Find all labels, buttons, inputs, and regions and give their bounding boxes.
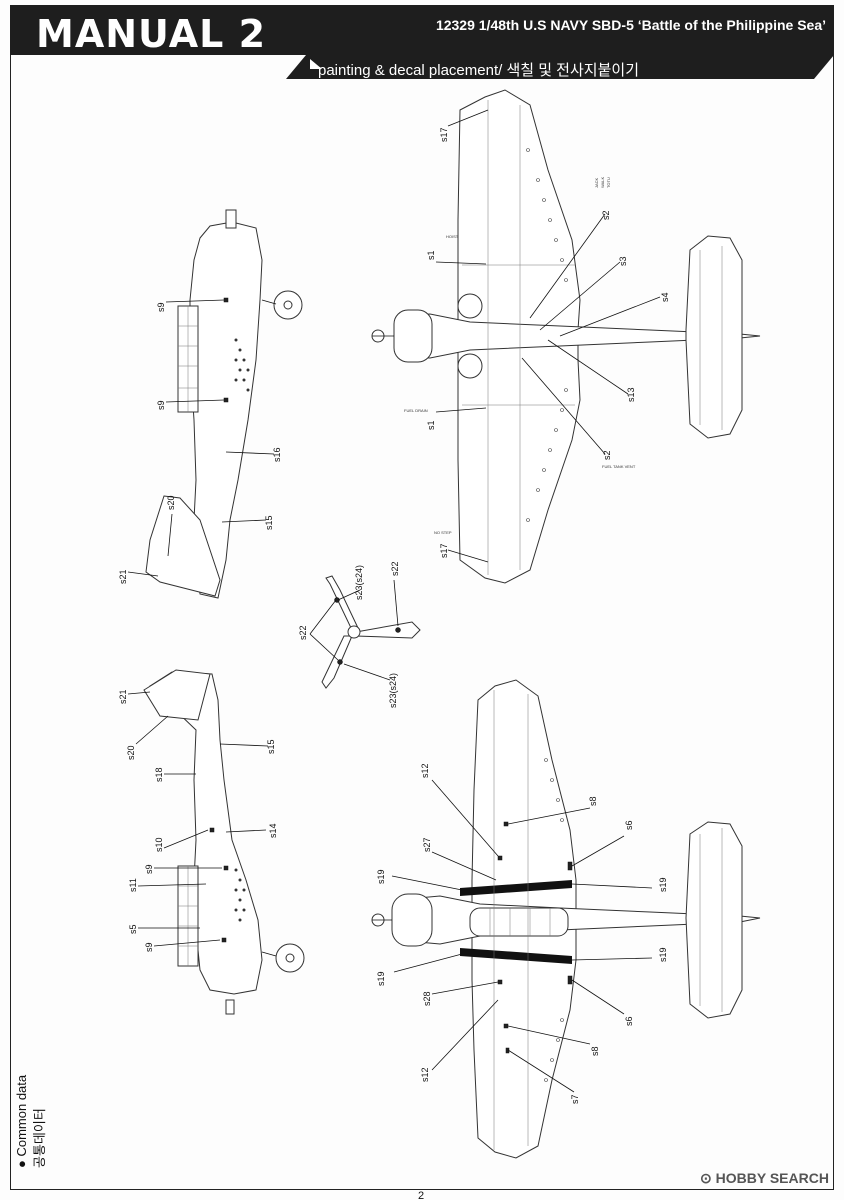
- bottom-view-aircraft: s12 s8 s6 s27 s19 s19 s19 s19 s28 s6 s12…: [371, 679, 761, 1159]
- callout-s9-left-2: s9: [156, 400, 166, 410]
- callout-s23-s24-bottom: s23(s24): [388, 673, 398, 708]
- callout-s8-bottom: s8: [590, 1046, 600, 1056]
- stencil-hoist: HOIST: [446, 234, 459, 239]
- callout-s20-right: s20: [126, 745, 136, 760]
- watermark: ⊙ HOBBY SEARCH: [700, 1170, 829, 1187]
- callout-s17-bottom: s17: [439, 543, 449, 558]
- callout-s22-right: s22: [390, 561, 400, 576]
- callout-s3: s3: [618, 256, 628, 266]
- watermark-text: HOBBY SEARCH: [715, 1170, 829, 1186]
- page-number: 2: [418, 1190, 425, 1202]
- callout-s6-bottom: s6: [624, 1016, 634, 1026]
- page-frame: [10, 55, 834, 1190]
- stencil-fuel-tank-vent: FUEL TANK VENT: [602, 464, 636, 469]
- hobby-search-logo-icon: ⊙: [700, 1170, 716, 1186]
- callout-s11: s11: [128, 878, 138, 892]
- callout-s16: s16: [272, 447, 282, 462]
- callout-s15-left: s15: [264, 515, 274, 530]
- common-data-en: Common data: [14, 1074, 29, 1157]
- callout-s13: s13: [626, 387, 636, 402]
- stencil-jack: JACK: [594, 177, 599, 188]
- callout-s27: s27: [422, 837, 432, 852]
- common-data-ko: 공통데이터: [32, 1108, 47, 1168]
- callout-s2-bottom: s2: [602, 450, 612, 460]
- callout-s14: s14: [268, 823, 278, 838]
- header-band: [10, 5, 834, 55]
- callout-s22-left: s22: [298, 625, 308, 640]
- callout-s12-top: s12: [420, 763, 430, 778]
- side-view-right-aircraft: s21 s20 s15 s18 s10 s14 s9 s11 s5 s9: [118, 669, 305, 1015]
- callout-s19-bottom-right: s19: [658, 947, 668, 962]
- kit-title: 12329 1/48th U.S NAVY SBD-5 ‘Battle of t…: [435, 17, 826, 33]
- callout-s7: s7: [570, 1094, 580, 1104]
- callout-s6-top: s6: [624, 820, 634, 830]
- stencil-no-step: NO STEP: [434, 530, 452, 535]
- callout-s23-s24-top: s23(s24): [354, 565, 364, 600]
- propeller: s23(s24) s22 s22 s23(s24): [298, 561, 421, 708]
- callout-s12-bottom: s12: [420, 1067, 430, 1082]
- callout-s19-top-right: s19: [658, 877, 668, 892]
- stencil-totu: TOTU: [606, 177, 611, 188]
- callout-s10: s10: [154, 837, 164, 852]
- section-banner: [286, 55, 834, 79]
- side-view-left-aircraft: s9 s9 s16 s20 s15 s21: [118, 209, 303, 599]
- common-data-note: ● Common data 공통데이터: [14, 1075, 48, 1168]
- callout-s21-left: s21: [118, 569, 128, 584]
- triangle-bullet-icon: [310, 59, 322, 69]
- bullet-icon: ●: [14, 1156, 29, 1168]
- callout-s9-right-2: s9: [144, 942, 154, 952]
- callout-s1-bottom: s1: [426, 420, 436, 430]
- manual-title: MANUAL 2: [36, 12, 267, 56]
- callout-s19-bottom-left: s19: [376, 971, 386, 986]
- callout-s19-top-left: s19: [376, 869, 386, 884]
- callout-s1-top: s1: [426, 250, 436, 260]
- callout-s18: s18: [154, 767, 164, 782]
- stencil-fuel-drain: FUEL DRAIN: [404, 408, 428, 413]
- section-title: painting & decal placement/ 색칠 및 전사지붙이기: [318, 62, 639, 79]
- stencil-walk: WALK: [600, 176, 605, 188]
- callout-s2-top: s2: [601, 210, 611, 220]
- callout-s28: s28: [422, 991, 432, 1006]
- callout-s4: s4: [660, 292, 670, 302]
- callout-s21-right: s21: [118, 689, 128, 704]
- callout-s15-right: s15: [266, 739, 276, 754]
- callout-s8-top: s8: [588, 796, 598, 806]
- callout-s17-top: s17: [439, 127, 449, 142]
- top-view-aircraft: JACK WALK TOTU FUEL TANK VENT FUEL DRAIN…: [371, 89, 761, 584]
- callout-s20-left: s20: [166, 495, 176, 510]
- callout-s9-right-1: s9: [144, 864, 154, 874]
- callout-s5: s5: [128, 924, 138, 934]
- callout-s9-left-1: s9: [156, 302, 166, 312]
